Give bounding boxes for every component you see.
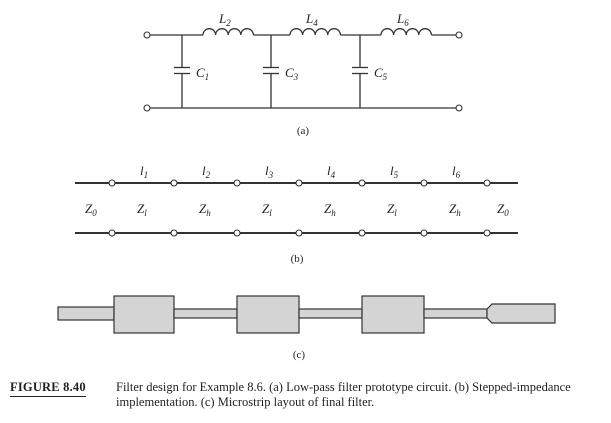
label-length-2: l2	[202, 163, 211, 180]
label-l2: L2	[218, 11, 231, 28]
junction-top-5	[358, 179, 366, 187]
label-impedance-3: Zh	[199, 201, 211, 218]
junction-top-3	[233, 179, 241, 187]
junction-bottom-4	[295, 229, 303, 237]
junction-bottom-7	[483, 229, 491, 237]
junction-top-2	[170, 179, 178, 187]
junction-bottom-6	[420, 229, 428, 237]
filter-figure: L2 L4 L6 C1 C3 C5 (a) l1 l2 l3 l4 l5 l6 …	[57, 11, 556, 361]
label-l6: L6	[396, 11, 409, 28]
junction-top-1	[108, 179, 116, 187]
inductor-l2	[202, 28, 255, 36]
junction-bottom-1	[108, 229, 116, 237]
terminal-top-left	[143, 31, 151, 39]
panel-a-terminals	[143, 31, 463, 112]
terminal-top-right	[455, 31, 463, 39]
inductor-l6	[380, 28, 433, 36]
label-length-3: l3	[265, 163, 274, 180]
high-z-section-3	[423, 308, 488, 319]
feed-line-left	[57, 306, 115, 321]
junction-bottom-2	[170, 229, 178, 237]
label-impedance-7: Zh	[449, 201, 461, 218]
junction-top-4	[295, 179, 303, 187]
caption-text: Filter design for Example 8.6. (a) Low-p…	[116, 380, 571, 409]
terminal-bottom-right	[455, 104, 463, 112]
label-length-4: l4	[327, 163, 336, 180]
inductor-l4	[289, 28, 342, 36]
panel-a-circuit	[150, 28, 456, 109]
panel-c-microstrip	[57, 295, 556, 334]
label-impedance-5: Zh	[324, 201, 336, 218]
label-l4: L4	[305, 11, 318, 28]
junction-top-7	[483, 179, 491, 187]
label-impedance-4: Zl	[262, 201, 272, 218]
label-impedance-6: Zl	[387, 201, 397, 218]
high-z-section-1	[173, 308, 238, 319]
junction-top-6	[420, 179, 428, 187]
label-impedance-8: Z0	[497, 201, 509, 218]
label-impedance-1: Z0	[85, 201, 97, 218]
label-length-5: l5	[390, 163, 399, 180]
panel-b-label: (b)	[291, 253, 304, 265]
terminal-bottom-left	[143, 104, 151, 112]
panel-a-label: (a)	[297, 125, 310, 137]
low-z-section-3	[361, 295, 425, 334]
low-z-section-1	[113, 295, 175, 334]
junction-bottom-5	[358, 229, 366, 237]
figure-number: FIGURE 8.40	[10, 380, 86, 397]
label-length-1: l1	[140, 163, 148, 180]
label-c5: C5	[374, 65, 388, 82]
label-c3: C3	[285, 65, 299, 82]
label-impedance-2: Zl	[137, 201, 147, 218]
high-z-section-2	[298, 308, 363, 319]
taper-right	[486, 303, 556, 324]
low-z-section-2	[236, 295, 300, 334]
junction-bottom-3	[233, 229, 241, 237]
panel-b-junctions	[108, 179, 491, 237]
label-c1: C1	[196, 65, 209, 82]
panel-c-label: (c)	[293, 349, 306, 361]
label-length-6: l6	[452, 163, 461, 180]
